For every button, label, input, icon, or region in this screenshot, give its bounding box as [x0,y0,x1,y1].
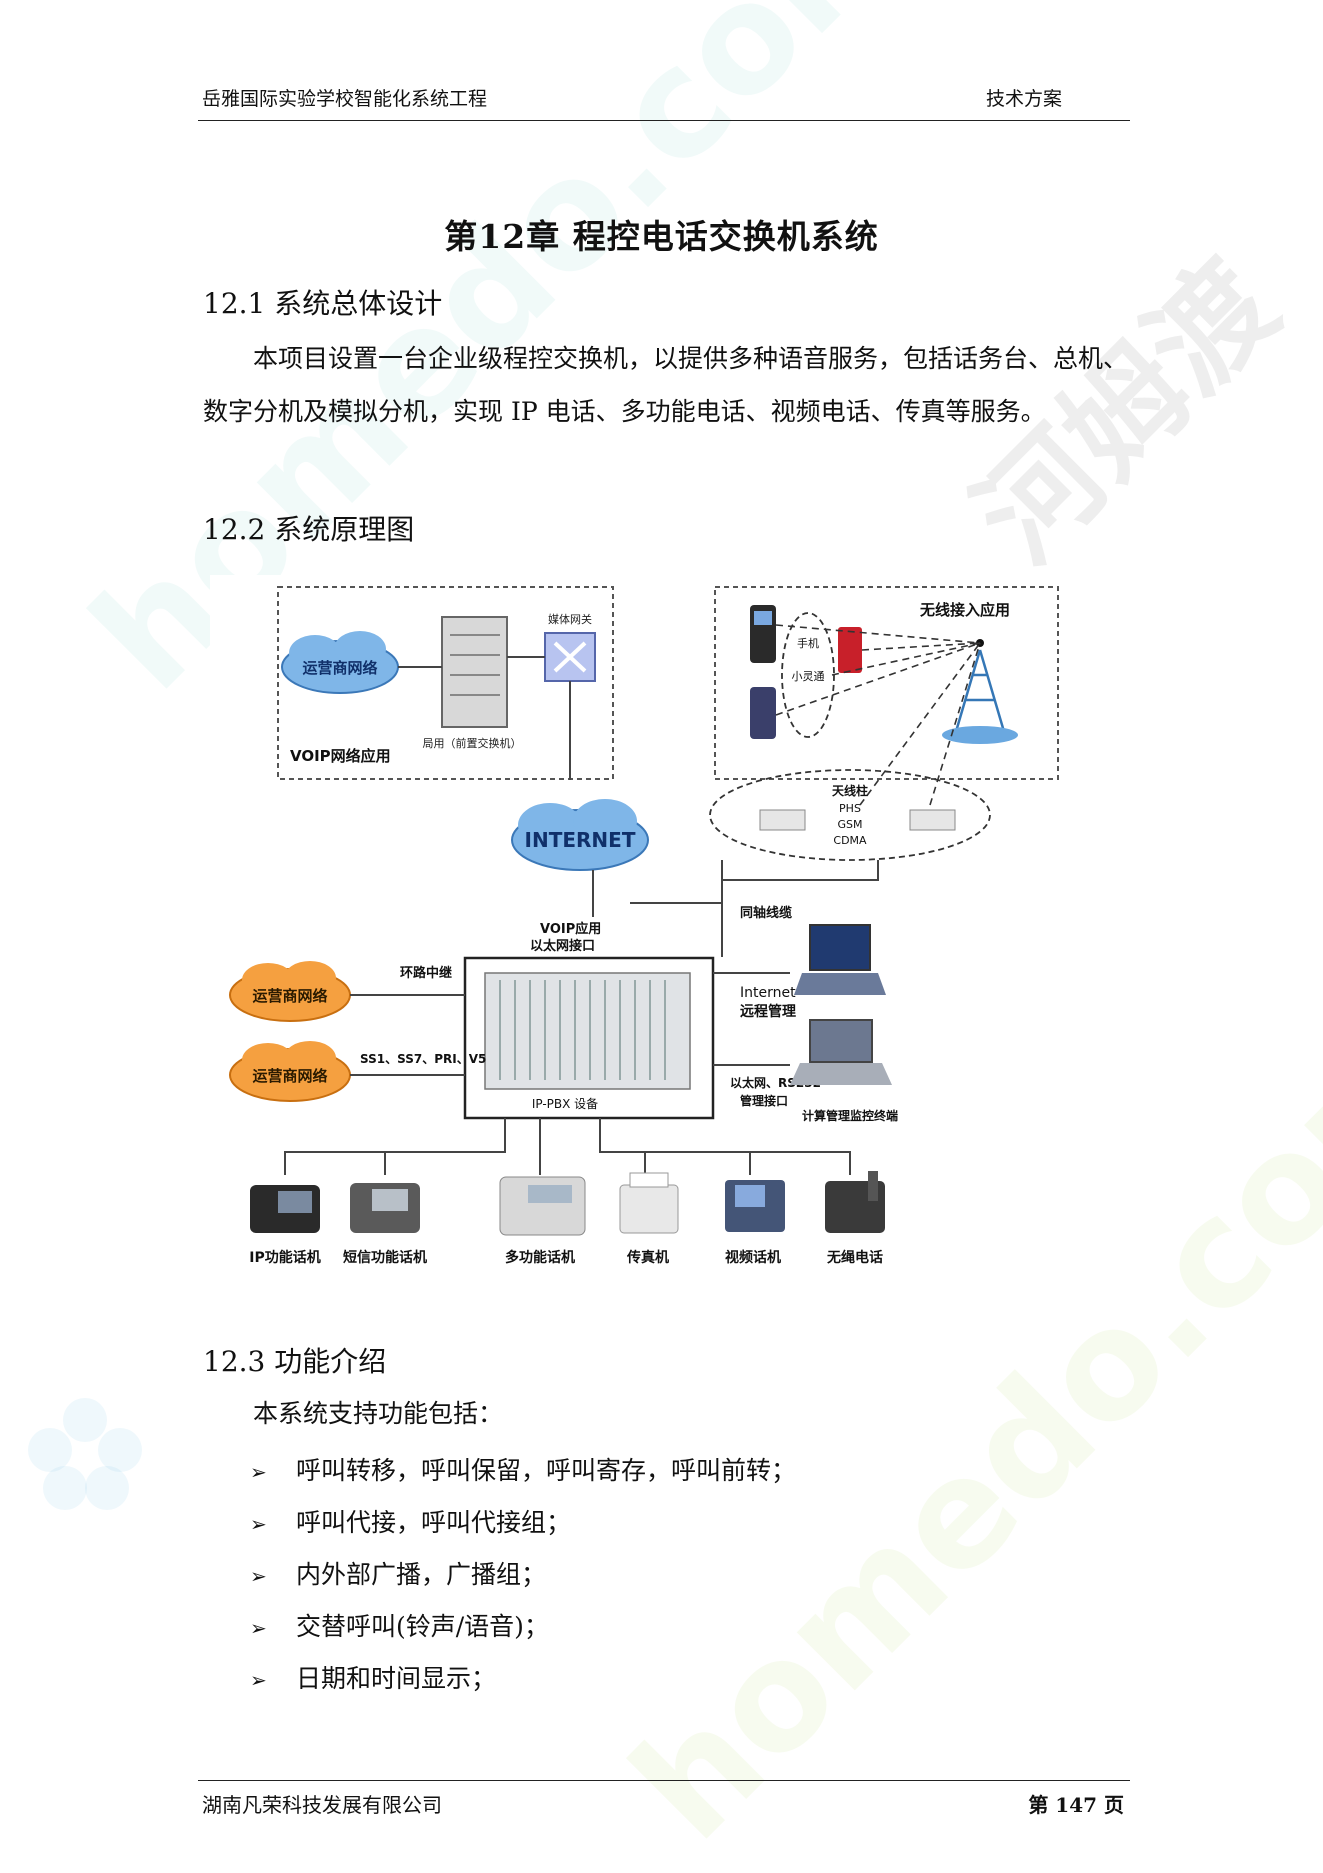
arrow-bullet-icon: ➢ [250,1668,267,1692]
carrier-network-label: 运营商网络 [252,1067,327,1085]
antenna-base-icon [909,809,956,831]
remote-mgmt-internet-label: Internet [740,985,796,1001]
antenna-type-gsm: GSM [838,818,863,831]
voip-network-box [277,586,614,780]
section-paragraph: 本项目设置一台企业级程控交换机，以提供多种语音服务，包括话务台、总机、数字分机及… [203,332,1128,438]
fax-icon [619,1172,679,1234]
cordless-phone-icon [825,1171,885,1233]
list-item: ➢呼叫代接，呼叫代接组； [250,1497,796,1549]
carrier-cloud-icon [229,961,351,1022]
chapter-title: 第12章 程控电话交换机系统 [444,217,879,256]
ethernet-interface-label: 以太网接口 [530,938,595,954]
endpoint-label: 多功能话机 [505,1249,575,1266]
list-item: ➢内外部广播，广播组； [250,1549,796,1601]
laptop-icon [794,924,886,995]
carrier-cloud-icon [229,1041,351,1102]
page-footer: 湖南凡荣科技发展有限公司 第 147 页 [198,1780,1130,1817]
section-heading-12-2: 12.2 系统原理图 [203,513,415,546]
antenna-type-cdma: CDMA [833,834,867,847]
antenna-type-phs: PHS [839,802,861,815]
internet-label: INTERNET [525,828,636,852]
sms-phone-icon [350,1183,420,1233]
pbx-label: IP-PBX 设备 [532,1097,598,1111]
mobile-label: 手机 [797,636,819,650]
antenna-group [709,769,991,861]
ip-phone-icon [250,1185,320,1233]
media-gateway-label: 媒体网关 [548,612,592,626]
endpoint-label: 视频话机 [725,1249,781,1266]
pbx-chassis-icon [484,972,691,1090]
header-project-title: 岳雅国际实验学校智能化系统工程 [202,88,488,110]
video-phone-icon [725,1180,785,1232]
endpoint-label: IP功能话机 [249,1249,320,1266]
front-switch-label: 局用（前置交换机） [423,736,522,750]
endpoint-label: 无绳电话 [826,1249,883,1266]
cell-tower-icon [942,639,1018,744]
page-number: 第 147 页 [1028,1793,1124,1817]
carrier-cloud-icon [281,631,399,694]
wireless-access-label: 无线接入应用 [919,601,1010,619]
front-switch-icon [441,616,508,728]
feature-list: ➢呼叫转移，呼叫保留，呼叫寄存，呼叫前转； ➢呼叫代接，呼叫代接组； ➢内外部广… [250,1445,796,1705]
multifunction-phone-icon [499,1176,586,1236]
arrow-bullet-icon: ➢ [250,1616,267,1640]
laptop-icon [790,1019,892,1085]
endpoint-label: 传真机 [626,1249,669,1266]
arrow-bullet-icon: ➢ [250,1512,267,1536]
voip-app-label: VOIP应用 [540,921,601,937]
phs-phone-icon [838,627,862,673]
internet-cloud-icon [511,799,649,871]
remote-mgmt-label: 远程管理 [740,1003,796,1020]
voip-box-label: VOIP网络应用 [290,747,391,765]
list-item: ➢交替呼叫(铃声/语音)； [250,1601,796,1653]
endpoint-label: 短信功能话机 [343,1249,427,1266]
loop-trunk-label: 环路中继 [400,965,452,981]
antenna-label: 天线柱 [832,783,868,798]
carrier-network-label: 运营商网络 [302,659,377,677]
page-header: 岳雅国际实验学校智能化系统工程 技术方案 [198,84,1130,121]
arrow-bullet-icon: ➢ [250,1460,267,1484]
section-heading-12-3: 12.3 功能介绍 [203,1345,387,1378]
arrow-bullet-icon: ➢ [250,1564,267,1588]
list-item: ➢日期和时间显示； [250,1653,796,1705]
header-doc-type: 技术方案 [985,88,1062,110]
paragraph-text: 本项目设置一台企业级程控交换机，以提供多种语音服务，包括话务台、总机、数字分机及… [203,344,1129,426]
antenna-base-icon [759,809,806,831]
terminal-label: 计算管理监控终端 [802,1108,898,1123]
flip-phone-icon [750,687,776,739]
mgmt-interface-label: 管理接口 [740,1093,788,1108]
system-diagram: 运营商网络 局用（前置交换机） 媒体网关 VOIP网络应用 无线接入应用 手机 … [210,575,1115,1300]
feature-intro: 本系统支持功能包括： [253,1399,504,1428]
watermark-flower-icon [28,1398,142,1510]
footer-company: 湖南凡荣科技发展有限公司 [202,1793,442,1817]
phs-label: 小灵通 [792,670,825,683]
coax-label: 同轴线缆 [740,905,792,921]
list-item: ➢呼叫转移，呼叫保留，呼叫寄存，呼叫前转； [250,1445,796,1497]
wireless-access-box [714,586,1059,780]
carrier-network-label: 运营商网络 [252,987,327,1005]
section-heading-12-1: 12.1 系统总体设计 [203,287,443,320]
signaling-label: SS1、SS7、PRI、V5 [360,1052,486,1066]
